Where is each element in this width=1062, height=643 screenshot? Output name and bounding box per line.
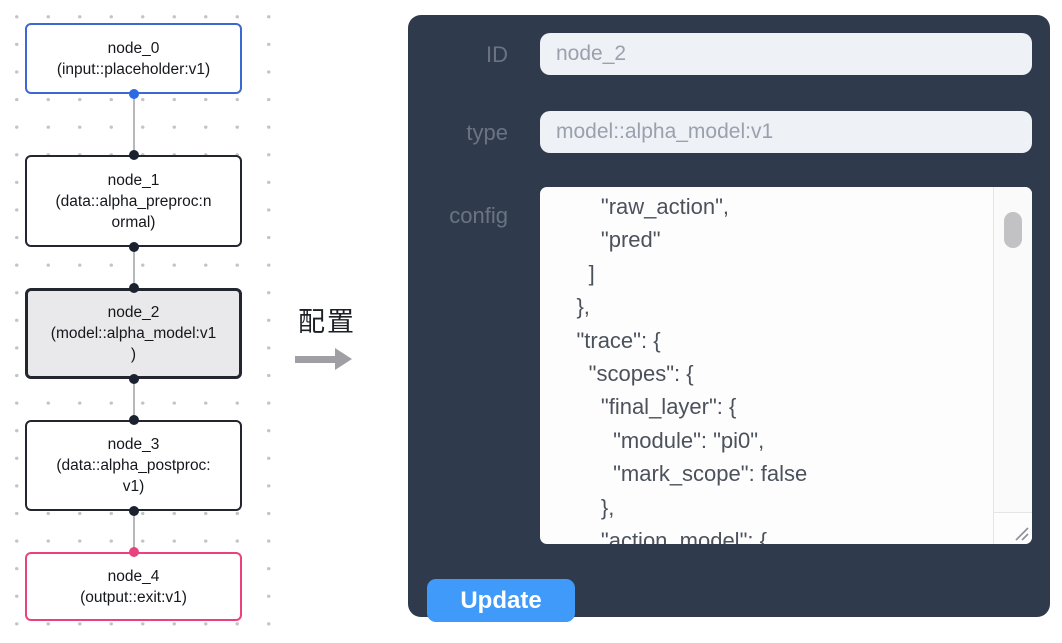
node3-target-handle[interactable] <box>129 415 139 425</box>
resize-handle-icon[interactable] <box>1013 525 1029 541</box>
node-node_1[interactable]: node_1 (data::alpha_preproc:n ormal) <box>25 155 242 247</box>
node2-target-handle[interactable] <box>129 283 139 293</box>
transition-annotation: 配置 <box>292 300 362 370</box>
right-arrow-icon <box>292 348 362 370</box>
node0-source-handle[interactable] <box>129 89 139 99</box>
type-field-label: type <box>466 120 508 145</box>
node-node_3[interactable]: node_3 (data::alpha_postproc: v1) <box>25 420 242 511</box>
config-json-text[interactable]: "raw_action", "pred" ] }, "trace": { "sc… <box>576 194 808 544</box>
type-input[interactable] <box>540 111 1032 153</box>
scrollbar-thumb[interactable] <box>1004 212 1022 248</box>
edge-node2-node3 <box>133 379 135 421</box>
node-node_0[interactable]: node_0 (input::placeholder:v1) <box>25 23 242 94</box>
id-input[interactable] <box>540 33 1032 75</box>
node1-source-handle[interactable] <box>129 242 139 252</box>
node-config-panel: ID type config "raw_action", "pred" ] },… <box>408 15 1050 622</box>
id-field-label: ID <box>486 42 508 67</box>
scrollbar-corner <box>993 512 1032 544</box>
config-editor[interactable]: "raw_action", "pred" ] }, "trace": { "sc… <box>540 187 1032 544</box>
config-field-label: config <box>449 203 508 228</box>
node-node_2-selected[interactable]: node_2 (model::alpha_model:v1 ) <box>25 288 242 379</box>
node-node_4[interactable]: node_4 (output::exit:v1) <box>25 552 242 621</box>
transition-label: 配置 <box>298 307 356 337</box>
edge-node0-node1 <box>133 94 135 156</box>
edge-node3-node4 <box>133 511 135 553</box>
edge-node1-node2 <box>133 247 135 289</box>
node1-target-handle[interactable] <box>129 150 139 160</box>
config-scrollbar[interactable] <box>993 187 1032 544</box>
node4-target-handle[interactable] <box>129 547 139 557</box>
node3-source-handle[interactable] <box>129 506 139 516</box>
node2-source-handle[interactable] <box>129 374 139 384</box>
update-button[interactable]: Update <box>427 579 575 622</box>
flow-canvas: node_0 (input::placeholder:v1) node_1 (d… <box>0 0 282 643</box>
